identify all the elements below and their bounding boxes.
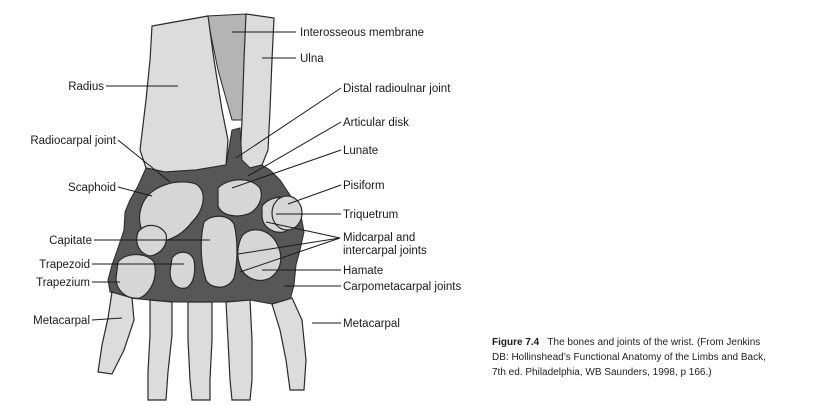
label-carpometacarpal-joints: Carpometacarpal joints — [343, 281, 462, 293]
ulna-bone — [239, 13, 275, 169]
leader-midcarpal-2 — [237, 237, 341, 255]
label-trapezium: Trapezium — [36, 277, 90, 289]
leader-pisiform — [287, 184, 342, 205]
leader-midcarpal-1 — [265, 221, 341, 239]
leader-lunate — [231, 149, 342, 189]
figure-citation-3: 7th ed. Philadelphia, WB Saunders, 1998,… — [492, 367, 712, 378]
figure-title: The bones and joints of the wrist. — [547, 337, 695, 348]
label-metacarpal-right: Metacarpal — [343, 318, 400, 330]
leader-radiocarpal-joint — [117, 139, 171, 183]
pisiform-bone — [271, 195, 303, 231]
label-hamate: Hamate — [343, 265, 383, 277]
capitate-bone — [200, 215, 238, 288]
trapezoid-bone — [169, 251, 196, 289]
leader-distal-radioulnar-joint — [235, 87, 342, 159]
label-triquetrum: Triquetrum — [343, 209, 398, 221]
metacarpal-3 — [187, 301, 213, 401]
label-radius: Radius — [68, 81, 104, 93]
label-ulna: Ulna — [300, 53, 324, 65]
carpal-bone-small — [136, 224, 167, 257]
label-metacarpal-left: Metacarpal — [33, 315, 90, 327]
figure-caption: Figure 7.4 The bones and joints of the w… — [492, 335, 817, 380]
figure-number: Figure 7.4 — [492, 337, 540, 348]
label-midcarpal-line2: intercarpal joints — [343, 245, 427, 257]
hamate-bone — [237, 229, 282, 281]
label-scaphoid: Scaphoid — [68, 182, 116, 194]
label-articular-disk: Articular disk — [343, 117, 409, 129]
lunate-bone — [217, 179, 262, 217]
label-distal-radioulnar-joint: Distal radioulnar joint — [343, 83, 451, 95]
leader-articular-disk — [247, 121, 342, 177]
leader-scaphoid — [117, 186, 153, 197]
leader-midcarpal-3 — [239, 237, 341, 273]
figure-citation-1: (From Jenkins — [696, 337, 761, 348]
caption-line-1: Figure 7.4 The bones and joints of the w… — [492, 335, 817, 350]
trapezium-bone — [115, 253, 156, 299]
leader-metacarpal-left — [91, 317, 123, 321]
label-trapezoid: Trapezoid — [39, 259, 90, 271]
label-radiocarpal-joint: Radiocarpal joint — [30, 135, 116, 147]
metacarpal-2 — [147, 299, 173, 401]
metacarpal-5 — [271, 297, 307, 391]
metacarpal-4 — [225, 299, 253, 401]
label-midcarpal-line1: Midcarpal and — [343, 232, 415, 244]
metacarpal-1 — [97, 291, 135, 375]
label-capitate: Capitate — [49, 235, 92, 247]
label-interosseous-membrane: Interosseous membrane — [300, 27, 424, 39]
figure-citation-2: DB: Hollinshead’s Functional Anatomy of … — [492, 352, 766, 363]
label-pisiform: Pisiform — [343, 180, 385, 192]
interosseous-membrane — [206, 13, 247, 121]
label-lunate: Lunate — [343, 145, 378, 157]
